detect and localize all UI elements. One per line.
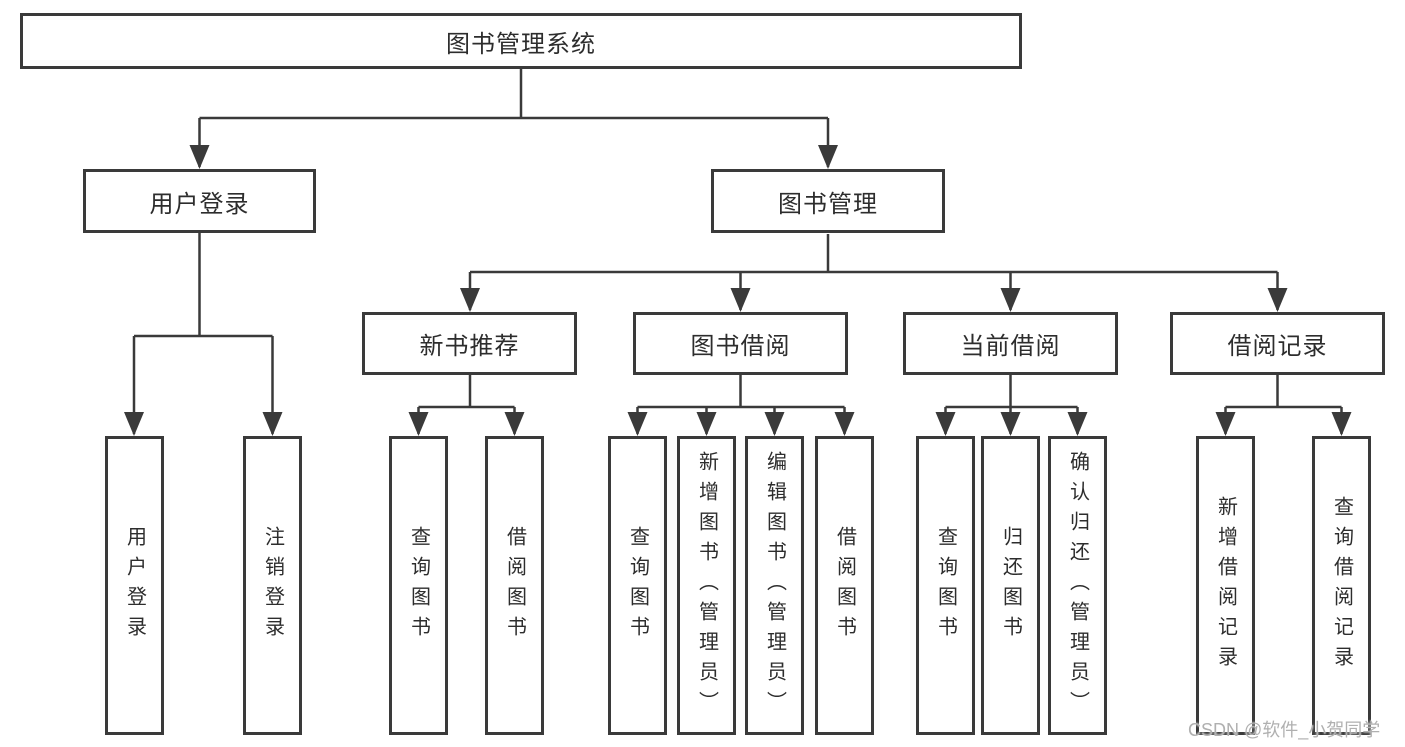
node-book-management: 图书管理	[711, 169, 945, 233]
connector-lines	[132, 69, 1343, 434]
leaf-borrowing-query-book: 查询图书	[608, 436, 667, 735]
arrowheads	[124, 145, 1352, 436]
leaf-recommend-query-book: 查询图书	[389, 436, 448, 735]
arrow-down-icon	[504, 412, 525, 436]
arrow-down-icon	[408, 412, 429, 436]
leaf-current-confirm-return-admin: 确认归还（管理员）	[1048, 436, 1107, 735]
leaf-user-login: 用户登录	[105, 436, 164, 735]
arrow-down-icon	[262, 412, 283, 436]
node-user-login: 用户登录	[83, 169, 316, 233]
leaf-current-return-book-label: 归还图书	[999, 525, 1022, 646]
leaf-records-add-borrow-record: 新增借阅记录	[1196, 436, 1255, 735]
node-current-borrowing: 当前借阅	[903, 312, 1118, 375]
arrow-down-icon	[764, 412, 785, 436]
leaf-logout-label: 注销登录	[261, 525, 284, 646]
leaf-borrowing-borrow-book: 借阅图书	[815, 436, 874, 735]
arrow-down-icon	[696, 412, 717, 436]
leaf-current-return-book: 归还图书	[981, 436, 1040, 735]
leaf-borrowing-add-book-admin-label: 新增图书（管理员）	[695, 450, 718, 721]
leaf-borrowing-edit-book-admin-label: 编辑图书（管理员）	[763, 450, 786, 721]
leaf-recommend-borrow-book: 借阅图书	[485, 436, 544, 735]
node-new-book-recommendation: 新书推荐	[362, 312, 577, 375]
node-borrowing-records: 借阅记录	[1170, 312, 1385, 375]
leaf-current-query-book-label: 查询图书	[934, 525, 957, 646]
arrow-down-icon	[1331, 412, 1352, 436]
node-root: 图书管理系统	[20, 13, 1022, 69]
leaf-borrowing-borrow-book-label: 借阅图书	[833, 525, 856, 646]
arrow-down-icon	[124, 412, 144, 436]
arrow-down-icon	[935, 412, 956, 436]
leaf-logout: 注销登录	[243, 436, 302, 735]
arrow-down-icon	[460, 288, 480, 312]
leaf-borrowing-query-book-label: 查询图书	[626, 525, 649, 646]
node-user-login-label: 用户登录	[149, 190, 250, 218]
leaf-records-query-borrow-record-label: 查询借阅记录	[1330, 495, 1353, 676]
arrow-down-icon	[189, 145, 210, 169]
node-book-borrowing: 图书借阅	[633, 312, 848, 375]
arrow-down-icon	[1215, 412, 1236, 436]
leaf-recommend-query-book-label: 查询图书	[407, 525, 430, 646]
leaf-records-add-borrow-record-label: 新增借阅记录	[1214, 495, 1237, 676]
leaf-current-query-book: 查询图书	[916, 436, 975, 735]
arrow-down-icon	[627, 412, 648, 436]
arrow-down-icon	[1000, 412, 1021, 436]
leaf-borrowing-edit-book-admin: 编辑图书（管理员）	[745, 436, 804, 735]
leaf-recommend-borrow-book-label: 借阅图书	[503, 525, 526, 646]
node-current-borrowing-label: 当前借阅	[960, 333, 1061, 360]
node-book-management-label: 图书管理	[778, 190, 878, 218]
leaf-records-query-borrow-record: 查询借阅记录	[1312, 436, 1371, 735]
node-new-book-recommendation-label: 新书推荐	[419, 333, 520, 360]
leaf-current-confirm-return-admin-label: 确认归还（管理员）	[1066, 450, 1089, 721]
leaf-user-login-label: 用户登录	[123, 525, 146, 646]
arrow-down-icon	[834, 412, 855, 436]
arrow-down-icon	[818, 145, 838, 169]
node-book-borrowing-label: 图书借阅	[690, 333, 791, 360]
leaf-borrowing-add-book-admin: 新增图书（管理员）	[677, 436, 736, 735]
node-borrowing-records-label: 借阅记录	[1227, 333, 1328, 360]
arrow-down-icon	[1267, 288, 1288, 312]
node-root-label: 图书管理系统	[446, 30, 596, 58]
arrow-down-icon	[730, 288, 751, 312]
arrow-down-icon	[1000, 288, 1021, 312]
arrow-down-icon	[1067, 412, 1088, 436]
csdn-watermark: CSDN @软件_小贺同学	[1188, 720, 1381, 740]
